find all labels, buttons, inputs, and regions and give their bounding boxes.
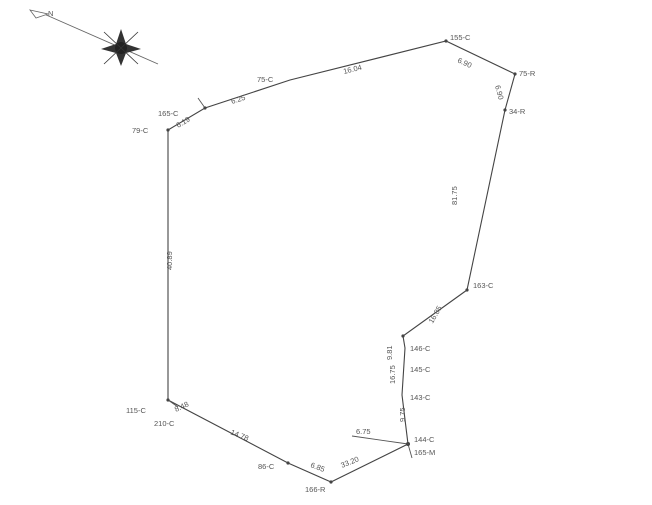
- station-label: 165-C: [158, 109, 179, 118]
- segment-length: 6.25: [230, 93, 247, 106]
- station-label: 34-R: [509, 107, 526, 116]
- station-markers: [166, 39, 517, 484]
- north-arrow-tip: [29, 9, 50, 19]
- north-arrow-letter: N: [48, 9, 53, 18]
- north-arrow: N: [29, 9, 159, 66]
- north-arrow-compass-icon: [101, 29, 141, 66]
- north-arrow-axis: [43, 13, 159, 65]
- station-label: 155-C: [450, 33, 471, 42]
- segment-length: 6.90: [456, 56, 473, 70]
- segment-length: 8.48: [173, 399, 190, 413]
- station-label: 166-R: [305, 485, 326, 494]
- station-label: 165-M: [414, 448, 435, 457]
- station-label: 86-C: [258, 462, 275, 471]
- spur-165m: [407, 443, 413, 459]
- segment-length: 16.04: [342, 63, 362, 76]
- station-label: 144-C: [414, 435, 435, 444]
- station-label: 115-C: [126, 406, 146, 415]
- segment-length: 33.20: [339, 454, 360, 469]
- station-label: 210-C: [154, 419, 175, 428]
- segment-length: 6.90: [493, 84, 505, 100]
- segment-length: 9.75: [398, 407, 407, 422]
- segment-length: 16.85: [427, 304, 444, 325]
- station-label: 75-C: [257, 75, 274, 84]
- segment-length: 16.75: [388, 365, 397, 384]
- segment-length: 6.85: [309, 460, 326, 473]
- boundary-polygon: [167, 40, 516, 483]
- station-label: 75-R: [519, 69, 536, 78]
- segment-length: 81.75: [450, 186, 459, 205]
- spur-210c: [167, 399, 179, 408]
- spur-144c: [351, 435, 409, 445]
- spur-165c: [197, 97, 206, 109]
- segment-length: 14.78: [229, 428, 250, 443]
- station-label: 163-C: [473, 281, 494, 290]
- station-label: 145-C: [410, 365, 431, 374]
- station-label: 146-C: [410, 344, 431, 353]
- station-label: 79-C: [132, 126, 149, 135]
- segment-length: 9.81: [385, 345, 394, 360]
- segment-length: 6.75: [356, 427, 371, 436]
- segment-length: 40.89: [165, 251, 174, 270]
- station-label: 143-C: [410, 393, 431, 402]
